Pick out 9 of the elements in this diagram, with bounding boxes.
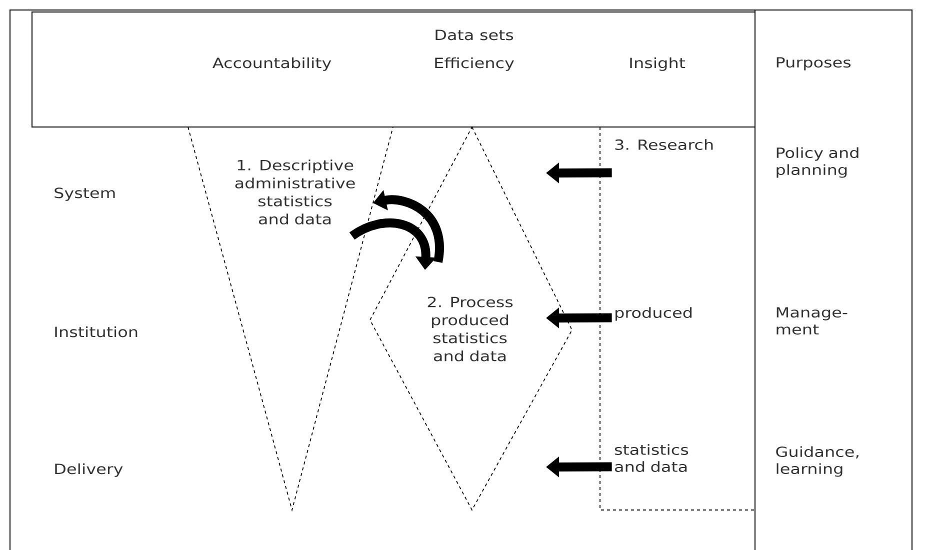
header-box: Data sets Accountability Efficiency Insight <box>32 12 756 128</box>
row-label: System <box>54 188 115 201</box>
dashed-region <box>600 126 756 510</box>
research-label: statistics and data <box>614 444 688 472</box>
row-label: Institution <box>55 326 138 338</box>
purposes-column: Purposes Policy and planning Manage- ment Guidance, learning <box>776 57 858 477</box>
research-label: produced <box>616 307 692 321</box>
research-label: 3. Research <box>615 139 713 150</box>
row-label: Delivery <box>55 463 123 477</box>
